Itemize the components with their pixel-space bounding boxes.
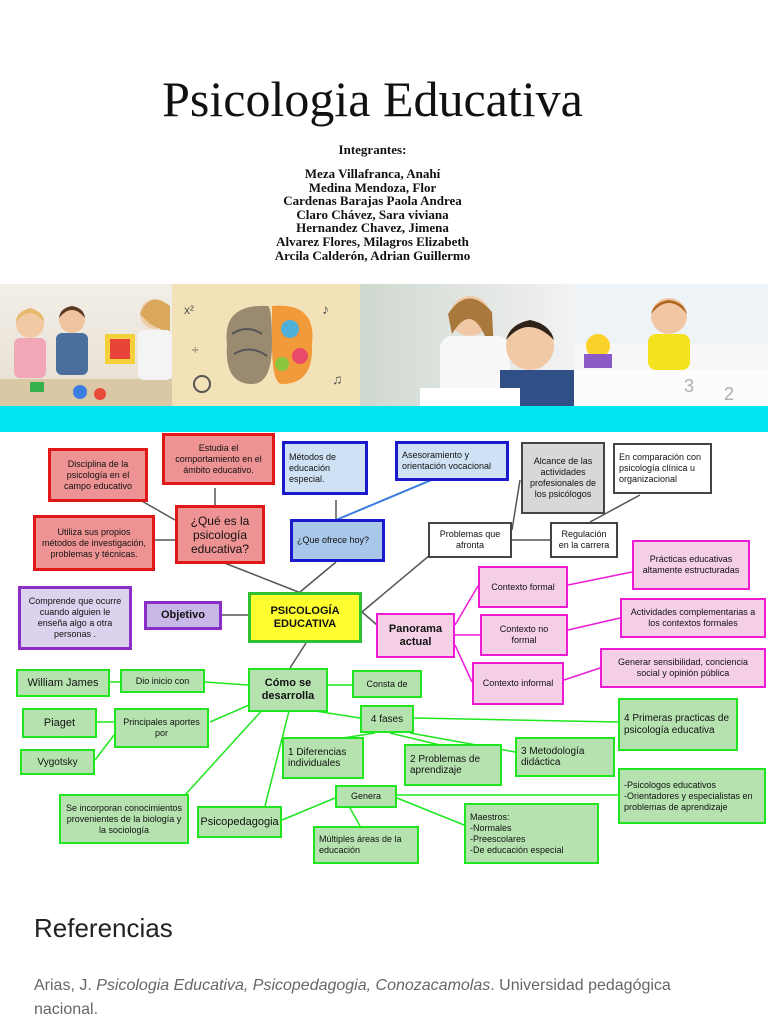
node-comparacion: En comparación con psicología clínica u … xyxy=(613,443,712,494)
node-contexto-no-formal: Contexto no formal xyxy=(480,614,568,656)
node-piaget: Piaget xyxy=(22,708,97,738)
members-heading: Integrantes: xyxy=(338,142,407,157)
cyan-band xyxy=(0,406,768,432)
node-fase3: 3 Metodología didáctica xyxy=(515,737,615,777)
reference-publisher: . Universidad pedagógica nacional. xyxy=(34,977,671,1018)
node-principales: Principales aportes por xyxy=(114,708,209,748)
node-estudia: Estudia el comportamiento en el ámbito e… xyxy=(162,433,275,485)
node-vygotsky: Vygotsky xyxy=(20,749,95,775)
node-center: PSICOLOGÍA EDUCATIVA xyxy=(248,592,362,643)
node-fase4: 4 Primeras practicas de psicología educa… xyxy=(618,698,738,751)
node-genera: Genera xyxy=(335,785,397,808)
reference-author: Arias, J. xyxy=(34,977,97,994)
node-maestros: Maestros: -Normales -Preescolares -De ed… xyxy=(464,803,599,864)
node-asesoramiento: Asesoramiento y orientación vocacional xyxy=(395,441,509,481)
svg-text:♪: ♪ xyxy=(322,301,329,317)
node-problemas-afronta: Problemas que afronta xyxy=(428,522,512,558)
node-que-es: ¿Qué es la psicología educativa? xyxy=(175,505,265,564)
member-name: Cardenas Barajas Paola Andrea xyxy=(283,193,462,209)
node-comprende: Comprende que ocurre cuando alguien le e… xyxy=(18,586,132,650)
member-name: Meza Villafranca, Anahí xyxy=(304,166,441,181)
member-name: Alvarez Flores, Milagros Elizabeth xyxy=(276,233,469,249)
node-generar: Generar sensibilidad, conciencia social … xyxy=(600,648,766,688)
node-consta: Consta de xyxy=(352,670,422,698)
node-panorama: Panorama actual xyxy=(376,613,455,658)
node-psicopedagogia: Psicopedagogia xyxy=(197,806,282,838)
member-name: Arcila Calderón, Adrian Guillermo xyxy=(274,247,471,263)
node-que-ofrece: ¿Que ofrece hoy? xyxy=(290,519,385,562)
node-contexto-formal: Contexto formal xyxy=(478,566,568,608)
node-actividades: Actividades complementarias a los contex… xyxy=(620,598,766,638)
node-psicologos: -Psicologos educativos -Orientadores y e… xyxy=(618,768,766,824)
brain-illustration: x² ÷ ♪ ♫ xyxy=(172,284,360,406)
document-title: Psicologia Educativa xyxy=(162,71,583,127)
node-objetivo: Objetivo xyxy=(144,601,222,630)
svg-text:x²: x² xyxy=(184,303,194,317)
node-metodos: Métodos de educación especial. xyxy=(282,441,368,495)
node-fase2: 2 Problemas de aprendizaje xyxy=(404,744,502,786)
node-dio-inicio: Dio inicio con xyxy=(120,669,205,693)
node-incorporan: Se incorporan conocimientos provenientes… xyxy=(59,794,189,844)
node-contexto-informal: Contexto informal xyxy=(472,662,564,705)
svg-text:÷: ÷ xyxy=(192,343,199,357)
photo-strip: x² ÷ ♪ ♫ 3 2 xyxy=(0,284,768,406)
teacher-child-photo xyxy=(360,284,574,406)
node-alcance: Alcance de las actividades profesionales… xyxy=(521,442,605,514)
node-cuatro-fases: 4 fases xyxy=(360,705,414,733)
node-regulacion: Regulación en la carrera xyxy=(550,522,618,558)
node-william: William James xyxy=(16,669,110,697)
node-utiliza: Utiliza sus propios métodos de investiga… xyxy=(33,515,155,571)
child-learning-photo: 3 2 xyxy=(574,284,768,406)
classroom-photo xyxy=(0,284,172,406)
node-practicas: Prácticas educativas altamente estructur… xyxy=(632,540,750,590)
node-fase1: 1 Diferencias individuales xyxy=(282,737,364,779)
node-multiples: Múltiples áreas de la educación xyxy=(313,826,419,864)
node-disciplina: Disciplina de la psicología en el campo … xyxy=(48,448,148,502)
member-name: Claro Chávez, Sara viviana xyxy=(296,206,449,222)
svg-text:♫: ♫ xyxy=(332,371,343,387)
member-name: Medina Mendoza, Flor xyxy=(308,179,437,195)
reference-entry: Arias, J. Psicologia Educativa, Psicoped… xyxy=(34,974,734,1022)
reference-title: Psicologia Educativa, Psicopedagogia, Co… xyxy=(96,977,491,994)
member-name: Hernandez Chavez, Jimena xyxy=(296,220,449,236)
node-como-desarrolla: Cómo se desarrolla xyxy=(248,668,328,712)
references-heading: Referencias xyxy=(34,913,173,943)
members-list: Meza Villafranca, Anahí Medina Mendoza, … xyxy=(0,167,745,262)
